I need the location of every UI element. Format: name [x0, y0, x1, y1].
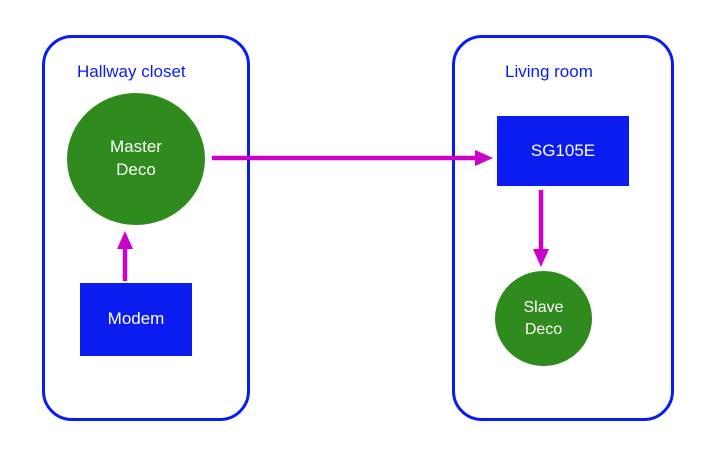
node-slave-deco: Slave Deco — [495, 271, 592, 366]
node-label-master-deco: Master Deco — [110, 137, 162, 179]
node-master-deco: Master Deco — [67, 93, 205, 225]
node-label-modem: Modem — [107, 309, 165, 329]
node-sg105e: SG105E — [497, 116, 629, 186]
node-label-slave-deco: Slave Deco — [523, 298, 564, 338]
node-modem: Modem — [80, 283, 192, 356]
group-label-living-room: Living room — [505, 62, 593, 81]
group-living-room: Living room — [452, 35, 674, 421]
node-label-sg105e: SG105E — [530, 140, 596, 160]
group-hallway-closet: Hallway closet — [42, 35, 250, 421]
group-label-hallway-closet: Hallway closet — [77, 62, 186, 81]
